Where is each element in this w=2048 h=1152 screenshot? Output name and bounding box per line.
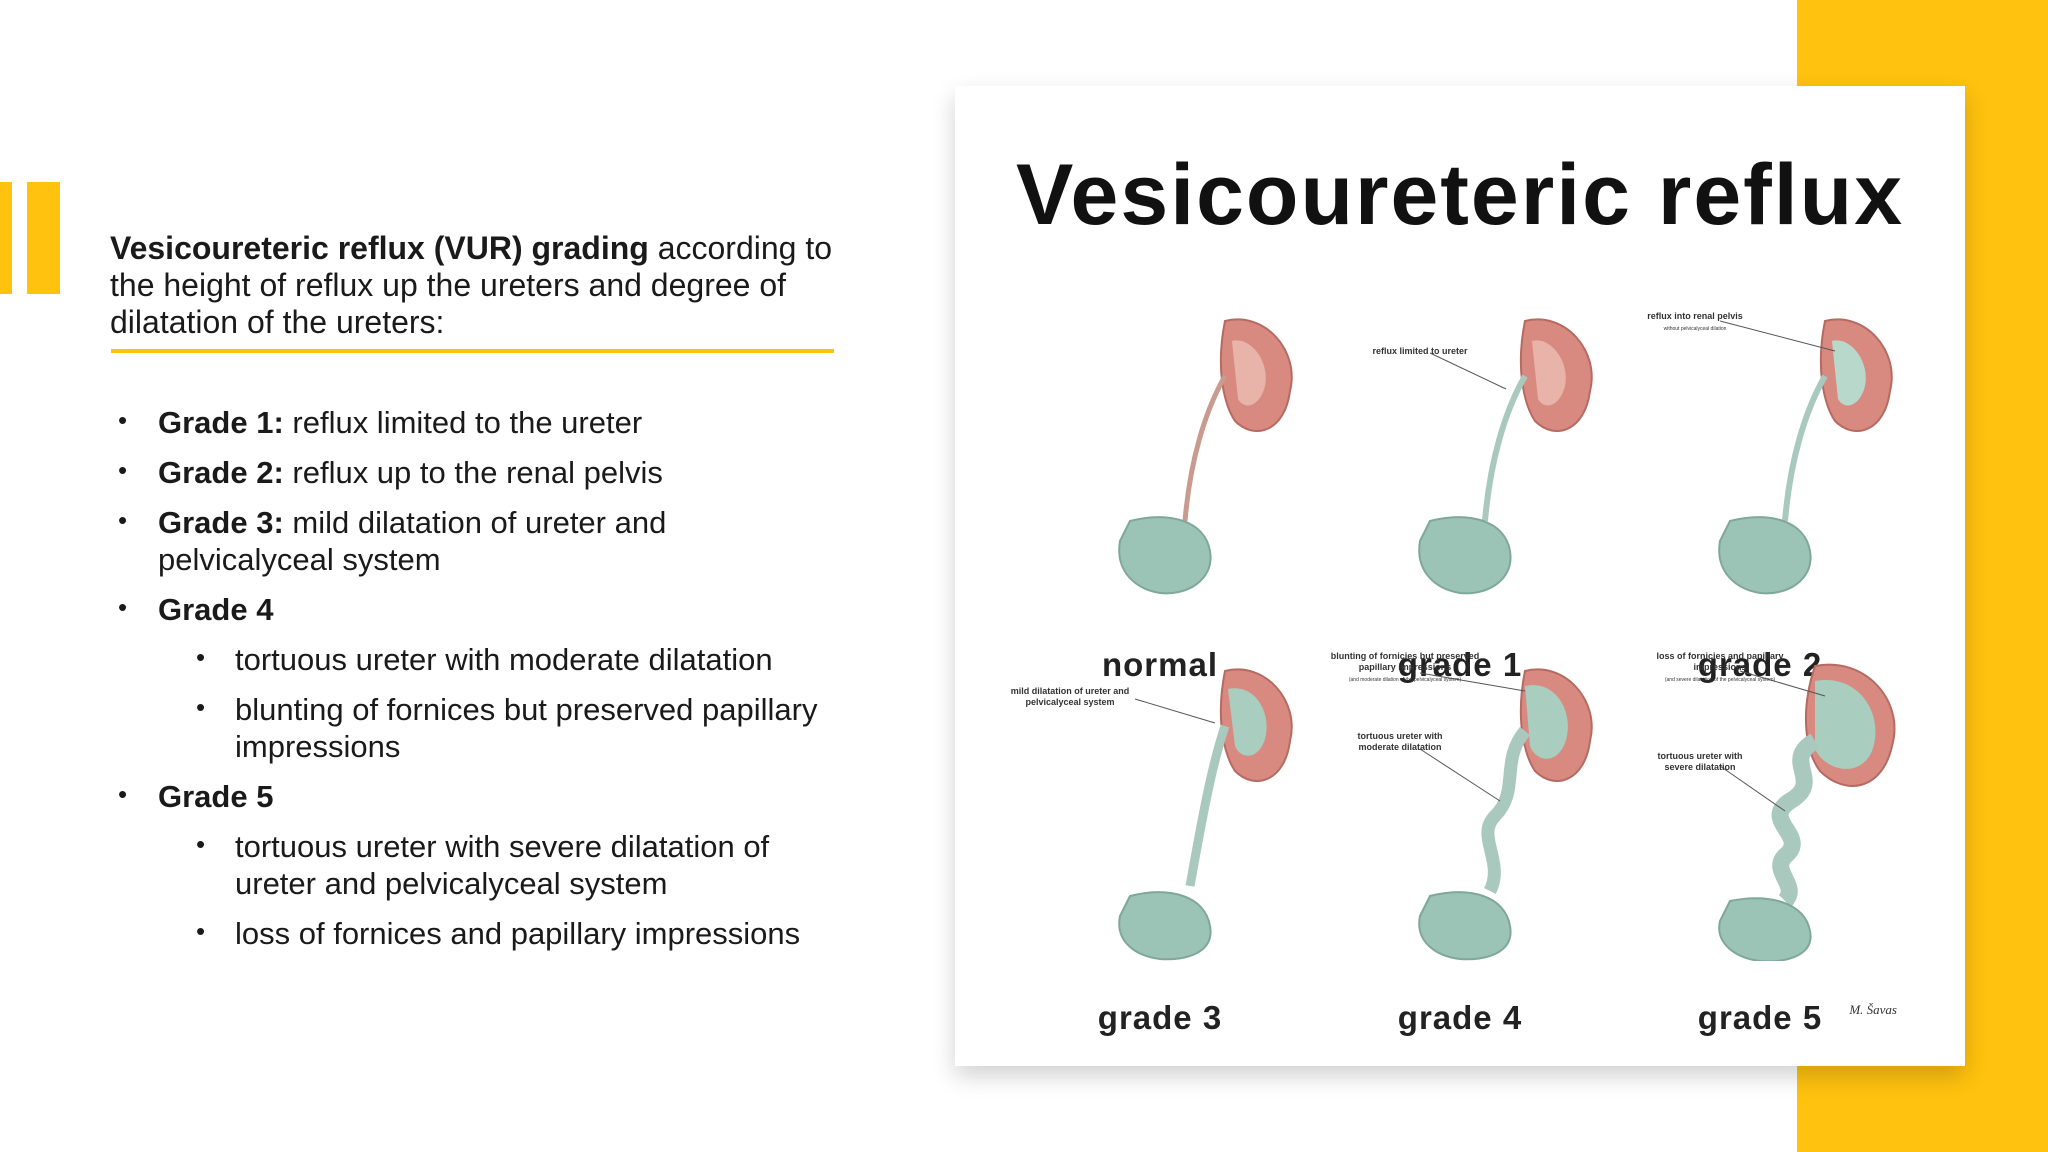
annotation-g2: reflux into renal pelvis without pelvica…: [1625, 311, 1765, 335]
grade-label: Grade 3:: [158, 505, 284, 540]
grade-item-4: Grade 4 tortuous ureter with moderate di…: [110, 589, 850, 765]
annotation-g5b: tortuous ureter with severe dilatation: [1657, 751, 1743, 772]
intro-underline: [111, 349, 834, 353]
grade-1-kidney-illustration: [1418, 318, 1593, 595]
panel-grade-3: mild dilatation of ureter and pelvicalyc…: [1010, 631, 1310, 1036]
annotation-g4a-text: blunting of fornicies but preserved papi…: [1330, 651, 1480, 672]
normal-kidney-illustration: [1118, 318, 1293, 595]
grade-item-3: Grade 3: mild dilatation of ureter and p…: [110, 502, 850, 578]
panel-label-grade-1: grade 1: [1397, 646, 1523, 683]
artist-signature: M. Šavas: [1849, 1002, 1897, 1017]
panel-label-normal: normal: [1101, 646, 1219, 683]
annotation-g4b: tortuous ureter with moderate dilatation: [1357, 731, 1443, 752]
panel-grade-5: loss of fornicies and papillary impressi…: [1610, 631, 1910, 1036]
annotation-g1: reflux limited to ureter: [1372, 346, 1468, 356]
annotation-g4a: blunting of fornicies but preserved papi…: [1330, 651, 1480, 686]
panel-grade-1: reflux limited to ureter grade 1: [1310, 281, 1610, 683]
grade-label: Grade 1:: [158, 405, 284, 440]
accent-mark-left-1: [0, 182, 12, 294]
sub-item: tortuous ureter with severe dilatation o…: [158, 826, 850, 902]
grade-text: mild dilatation of ureter and pelvicalyc…: [158, 505, 667, 577]
intro-paragraph: Vesicoureteric reflux (VUR) grading acco…: [110, 230, 850, 341]
grade-3-kidney-illustration: [1118, 668, 1293, 961]
grade-text: reflux limited to the ureter: [283, 405, 643, 440]
panel-normal: normal: [1010, 281, 1310, 683]
grade-item-2: Grade 2: reflux up to the renal pelvis: [110, 452, 850, 491]
sub-item: blunting of fornices but preserved papil…: [158, 689, 850, 765]
annotation-g4a-sub: (and moderate dilation of the pelvicalyc…: [1348, 677, 1462, 683]
grade-label: Grade 5: [158, 779, 274, 814]
annotation-g2-sub: without pelvicalyceal dilation: [1663, 326, 1727, 332]
grade-5-sublist: tortuous ureter with severe dilatation o…: [158, 826, 850, 952]
grade-item-5: Grade 5 tortuous ureter with severe dila…: [110, 776, 850, 952]
grade-label: Grade 2:: [158, 455, 284, 490]
annotation-g5a-sub: (and severe dilatation of the pelvicalyc…: [1664, 677, 1776, 683]
grade-4-kidney-illustration: [1418, 668, 1593, 961]
panel-label-grade-4: grade 4: [1397, 999, 1523, 1036]
panel-grade-2: reflux into renal pelvis without pelvica…: [1610, 281, 1910, 683]
intro-bold: Vesicoureteric reflux (VUR) grading: [110, 230, 649, 266]
figure-title: Vesicoureteric reflux: [1015, 147, 1905, 243]
grade-label: Grade 4: [158, 592, 274, 627]
intro-rest: according to the height of reflux up the…: [110, 230, 833, 340]
grade-item-1: Grade 1: reflux limited to the ureter: [110, 402, 850, 441]
vur-diagram-figure: Vesicoureteric reflux normal reflux limi…: [955, 86, 1965, 1066]
panel-grade-4: blunting of fornicies but preserved papi…: [1310, 631, 1610, 1036]
grade-4-sublist: tortuous ureter with moderate dilatation…: [158, 639, 850, 765]
grade-text: reflux up to the renal pelvis: [283, 455, 663, 490]
panel-label-grade-5: grade 5: [1697, 999, 1823, 1036]
sub-item: tortuous ureter with moderate dilatation: [158, 639, 850, 678]
panel-label-grade-3: grade 3: [1097, 999, 1223, 1036]
annotation-g5a-text: loss of fornicies and papillary impressi…: [1656, 651, 1784, 672]
grade-5-kidney-illustration: [1718, 663, 1896, 961]
annotation-g3: mild dilatation of ureter and pelvicalyc…: [1010, 686, 1130, 707]
sub-item: loss of fornices and papillary impressio…: [158, 913, 850, 952]
annotation-g5a: loss of fornicies and papillary impressi…: [1650, 651, 1790, 686]
accent-mark-left-2: [27, 182, 60, 294]
annotation-g2-text: reflux into renal pelvis: [1647, 311, 1743, 321]
grade-2-kidney-illustration: [1718, 318, 1893, 595]
grade-list: Grade 1: reflux limited to the ureter Gr…: [110, 402, 850, 965]
